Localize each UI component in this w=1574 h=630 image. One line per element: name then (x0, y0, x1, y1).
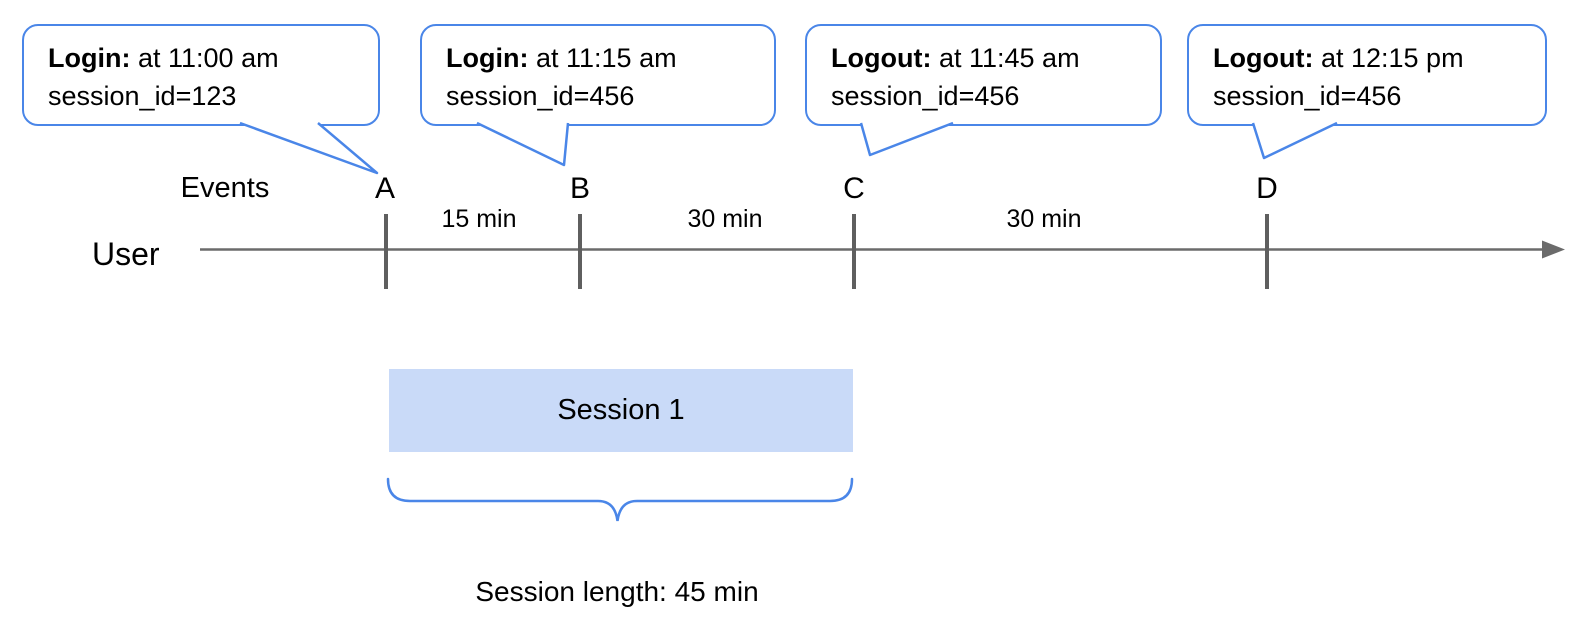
callout-time: at 11:15 am (535, 43, 677, 73)
callout-logout-c: Logout: at 11:45 am session_id=456 (805, 24, 1162, 126)
callout-time: at 11:45 am (938, 43, 1080, 73)
callout-session-id: session_id=456 (446, 81, 635, 111)
timeline-arrowhead-icon (1542, 240, 1565, 259)
callout-session-id: session_id=456 (831, 81, 1020, 111)
user-row-label: User (92, 236, 160, 272)
interval-label-ab: 15 min (441, 205, 517, 233)
callout-action: Logout: (831, 43, 932, 73)
session-1-bar: Session 1 (389, 369, 853, 452)
callout-tail-c (859, 121, 954, 157)
callout-time: at 11:00 am (137, 43, 279, 73)
callout-action: Login: (446, 43, 529, 73)
callout-line-1: Login: at 11:00 am (48, 39, 370, 77)
callout-line-1: Logout: at 11:45 am (831, 39, 1152, 77)
event-marker-a: A (374, 172, 396, 205)
callout-session-id: session_id=123 (48, 81, 237, 111)
callout-tail-d (1251, 121, 1338, 160)
callout-action: Logout: (1213, 43, 1314, 73)
interval-label-cd: 30 min (1006, 205, 1082, 233)
event-marker-b: B (569, 172, 591, 205)
callout-line-1: Login: at 11:15 am (446, 39, 766, 77)
callout-action: Login: (48, 43, 131, 73)
callout-login-b: Login: at 11:15 am session_id=456 (420, 24, 776, 126)
callout-tail-a (239, 121, 379, 175)
callout-time: at 12:15 pm (1320, 43, 1464, 73)
events-row-label: Events (180, 172, 270, 204)
session-length-brace (386, 477, 854, 522)
callout-login-a: Login: at 11:00 am session_id=123 (22, 24, 380, 126)
callout-tail-b (476, 121, 570, 167)
callout-session-id: session_id=456 (1213, 81, 1402, 111)
event-marker-d: D (1256, 172, 1278, 205)
interval-label-bc: 30 min (687, 205, 763, 233)
event-marker-c: C (843, 172, 865, 205)
callout-logout-d: Logout: at 12:15 pm session_id=456 (1187, 24, 1547, 126)
session-length-label: Session length: 45 min (475, 576, 759, 607)
callout-line-1: Logout: at 12:15 pm (1213, 39, 1537, 77)
session-1-label: Session 1 (557, 394, 685, 426)
